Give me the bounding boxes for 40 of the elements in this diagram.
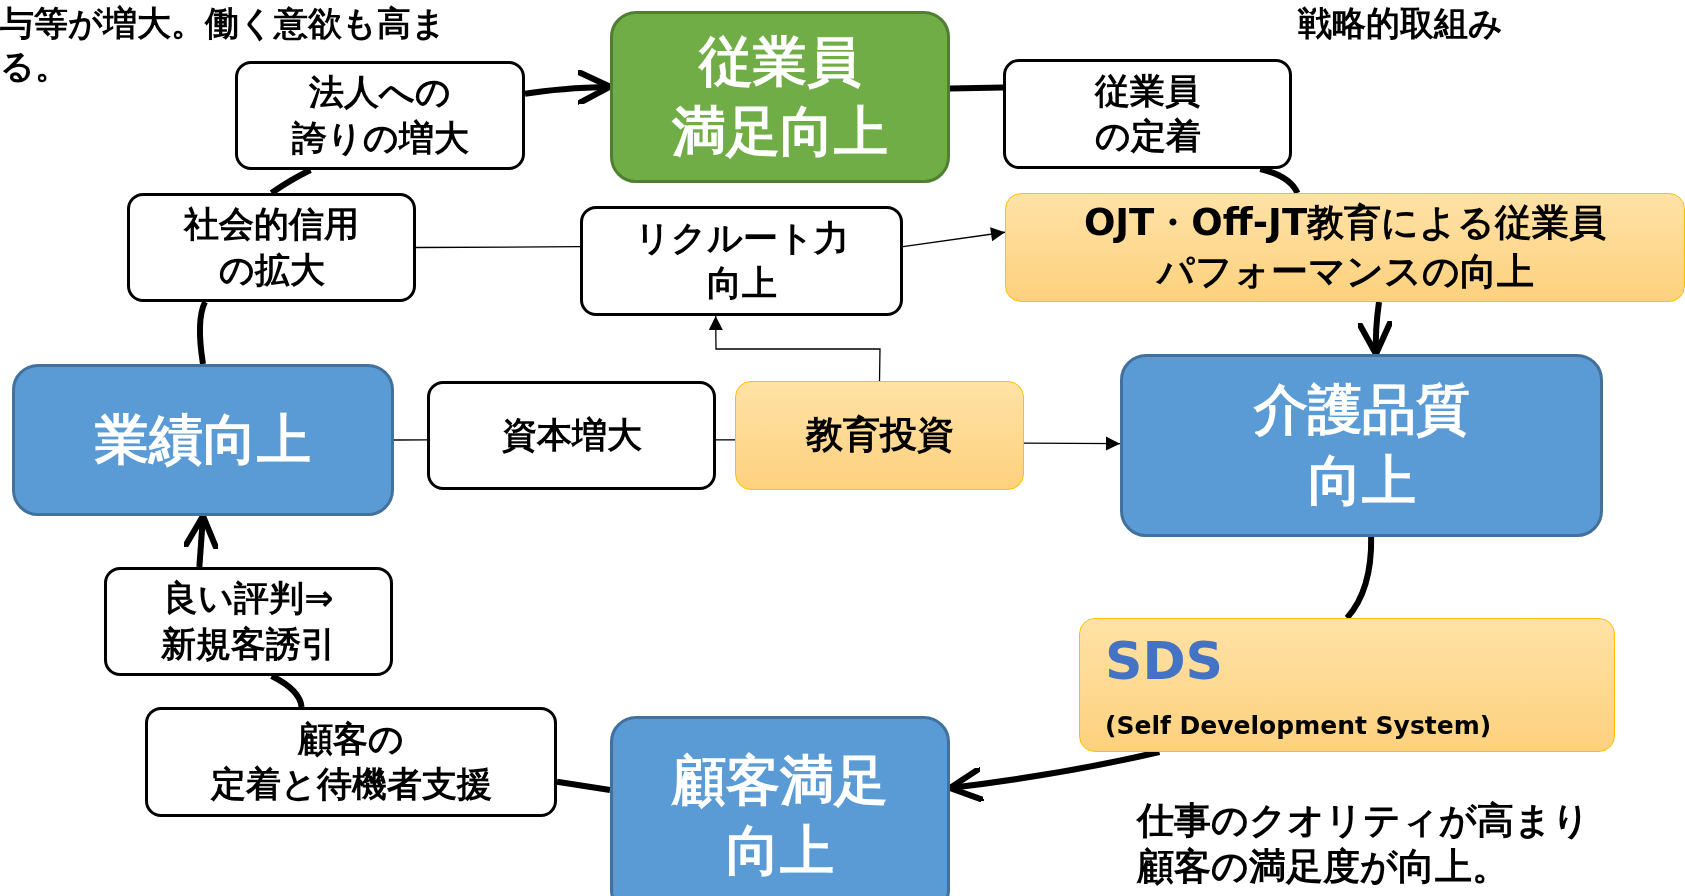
node-heading: SDS [1105, 629, 1224, 693]
heading-text: 戦略的取組み [1296, 2, 1504, 45]
connector-line [949, 84, 1004, 92]
node-text: 業績向上 [95, 406, 311, 473]
connector-line [556, 778, 611, 793]
node-text: 資本増大 [501, 413, 642, 457]
process-box [735, 381, 1024, 490]
node-text: 介護品質向上 [1253, 377, 1470, 514]
connector-line [393, 439, 428, 441]
node-text: 教育投資 [805, 412, 954, 459]
connector-line [196, 300, 208, 365]
node-text: 社会的信用の拡大 [184, 203, 359, 292]
process-box [127, 193, 416, 302]
process-box [427, 381, 716, 490]
connector-line [1344, 537, 1375, 620]
connector-line [715, 439, 736, 441]
node-text: 良い評判⇒新規客誘引 [161, 577, 336, 666]
node-text: 顧客の定着と待機者支援 [210, 717, 492, 806]
arrow [902, 227, 1006, 248]
goal-box [610, 11, 950, 183]
node-text: OJT・Off-JT教育による従業員パフォーマンスの向上 [1083, 200, 1607, 295]
process-box [1003, 59, 1292, 169]
process-box [1005, 193, 1685, 302]
note-text: 仕事のクオリティが高まり顧客の満足度が向上。 [1137, 798, 1591, 891]
goal-box [610, 716, 950, 896]
process-box [235, 61, 525, 170]
process-box [580, 206, 903, 316]
goal-box [1120, 354, 1603, 537]
node-text: 顧客満足向上 [672, 747, 888, 884]
process-box [145, 707, 557, 817]
node-text: 従業員の定着 [1094, 69, 1201, 158]
arrow [708, 315, 881, 382]
goal-box [12, 364, 394, 516]
connector-line [415, 246, 581, 249]
node-text: リクルート力向上 [634, 216, 849, 305]
arrow [1023, 436, 1121, 451]
node-text: 従業員満足向上 [672, 28, 888, 165]
process-box [1079, 618, 1615, 752]
process-box [104, 567, 393, 676]
node-subtitle: (Self Development System) [1105, 709, 1492, 742]
